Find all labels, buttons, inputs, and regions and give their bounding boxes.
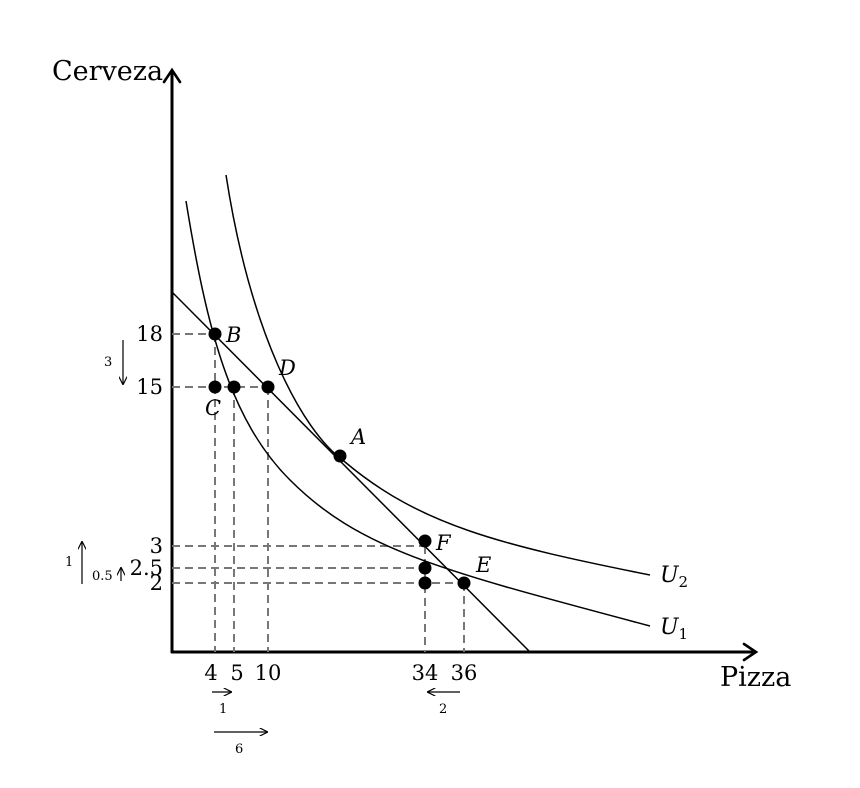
x-axis-label: Pizza: [720, 662, 791, 693]
u2-label: U2: [660, 563, 688, 591]
delta-y-1: 1: [65, 555, 73, 570]
point-34-2: [418, 576, 432, 590]
label-f: F: [435, 531, 452, 555]
y-tick-15: 15: [136, 375, 163, 399]
dashed-guides: [172, 333, 465, 652]
point-34-25: [418, 561, 432, 575]
point-a: [333, 449, 347, 463]
point-5-15: [227, 380, 241, 394]
x-tick-5: 5: [230, 661, 243, 685]
y-tick-2: 2: [150, 571, 163, 595]
delta-x-1: 1: [219, 702, 227, 717]
x-tick-4: 4: [204, 661, 217, 685]
label-d: D: [278, 356, 296, 380]
y-tick-3: 3: [150, 534, 163, 558]
label-b: B: [225, 323, 241, 347]
budget-line: [171, 291, 531, 653]
delta-x-2: 2: [439, 702, 447, 717]
y-tick-18: 18: [136, 322, 163, 346]
u1-label: U1: [660, 615, 688, 643]
label-a: A: [349, 425, 366, 449]
label-e: E: [475, 553, 491, 577]
point-b: [208, 327, 222, 341]
point-c: [208, 380, 222, 394]
delta-y-3: 3: [104, 355, 112, 370]
indifference-curve-u2: [225, 174, 651, 576]
indifference-curve-u1: [185, 200, 651, 627]
x-tick-34: 34: [412, 661, 439, 685]
label-c: C: [205, 396, 221, 420]
x-tick-10: 10: [255, 661, 282, 685]
x-tick-36: 36: [451, 661, 478, 685]
point-e: [457, 576, 471, 590]
point-d: [261, 380, 275, 394]
x-axis-arrowhead: [742, 642, 759, 662]
y-tick-25: 2.5: [130, 556, 163, 580]
delta-x-6: 6: [235, 742, 243, 757]
delta-y-05: 0.5: [92, 569, 113, 584]
y-axis-label: Cerveza: [52, 56, 163, 87]
y-axis-arrowhead: [162, 67, 182, 84]
points: [208, 327, 471, 590]
point-f: [418, 534, 432, 548]
